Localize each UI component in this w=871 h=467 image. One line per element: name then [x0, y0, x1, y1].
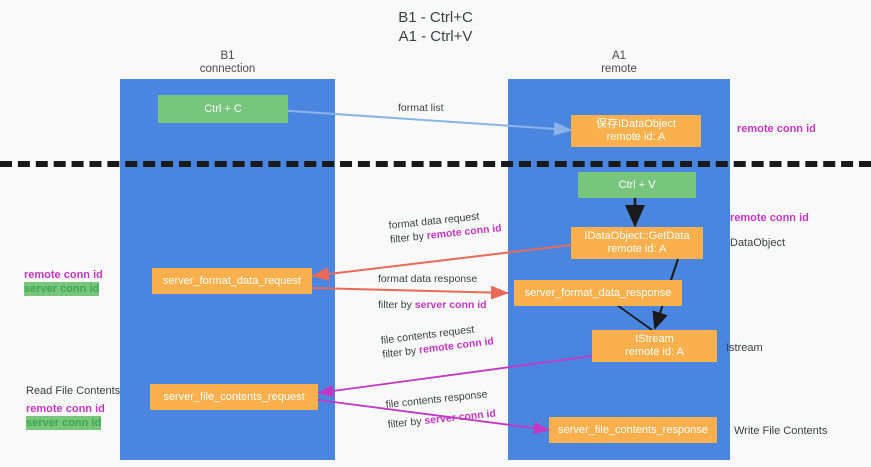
box-server-format-data-response-label: server_format_data_response [524, 286, 672, 299]
box-save-idataobject-line2: remote id: A [606, 131, 666, 143]
label-format-list: format list [398, 102, 444, 114]
box-ctrl-c[interactable]: Ctrl + C [158, 95, 288, 123]
box-save-idataobject[interactable]: 保存IDataObject remote id: A [571, 115, 701, 147]
box-server-file-contents-response[interactable]: server_file_contents_response [549, 417, 717, 443]
label-fdresp-prefix: filter by [378, 299, 415, 311]
label-fcresp-keyword: server conn id [423, 407, 497, 427]
box-ctrl-v[interactable]: Ctrl + V [578, 172, 696, 198]
annotation-read-file-contents: Read File Contents [26, 385, 121, 397]
annotation-write-file-contents: Write File Contents [734, 425, 828, 437]
label-fcreq-prefix: filter by [381, 344, 420, 361]
box-istream[interactable]: IStream remote id: A [592, 330, 717, 362]
box-getdata-line2: remote id: A [607, 243, 667, 255]
label-fcresp-prefix: filter by [387, 415, 426, 431]
label-fdresp-keyword: server conn id [414, 299, 487, 311]
box-ctrl-v-label: Ctrl + V [618, 178, 656, 191]
title-line-1: B1 - Ctrl+C [398, 9, 473, 26]
label-file-contents-response-line2: filter by server conn id [387, 407, 496, 432]
box-server-file-contents-response-label: server_file_contents_response [558, 423, 708, 436]
box-server-format-data-response[interactable]: server_format_data_response [514, 280, 682, 306]
box-istream-line2: remote id: A [625, 346, 684, 358]
label-format-data-response: format data response filter by server co… [378, 272, 487, 312]
column-b1-name: B1 [220, 50, 235, 62]
box-idataobject-getdata[interactable]: IDataObject::GetData remote id: A [571, 227, 703, 259]
box-save-idataobject-line1: 保存IDataObject [595, 118, 677, 130]
annotation-left-server-conn-id-bottom: server conn id [26, 416, 102, 430]
column-b1-sub: connection [199, 63, 256, 75]
label-file-contents-request: file contents request filter by remote c… [380, 320, 495, 361]
annotation-remote-conn-id-top: remote conn id [737, 123, 816, 135]
box-istream-line1: IStream [635, 333, 674, 345]
annotation-left-remote-conn-id-bottom: remote conn id [26, 403, 105, 415]
column-header-a1: A1 remote [508, 50, 730, 76]
column-a1-sub: remote [601, 63, 637, 75]
label-format-data-response-line1: format data response [378, 273, 478, 285]
box-server-format-data-request-label: server_format_data_request [162, 274, 302, 287]
annotation-istream: Istream [726, 342, 763, 354]
title-line-2: A1 - Ctrl+V [398, 28, 473, 45]
annotation-dataobject: DataObject [730, 237, 786, 249]
column-header-b1: B1 connection [120, 50, 335, 76]
label-fdreq-prefix: filter by [389, 230, 428, 246]
phase-divider [0, 161, 871, 167]
label-format-data-request: format data request filter by remote con… [388, 207, 502, 247]
diagram-title: B1 - Ctrl+C A1 - Ctrl+V [0, 8, 871, 46]
box-ctrl-c-label: Ctrl + C [204, 102, 242, 115]
box-server-file-contents-request[interactable]: server_file_contents_request [150, 384, 318, 410]
annotation-left-remote-conn-id-mid: remote conn id [24, 269, 103, 281]
annotation-left-server-conn-id-mid: server conn id [24, 282, 100, 296]
box-getdata-line1: IDataObject::GetData [584, 230, 690, 242]
annotation-remote-conn-id-mid: remote conn id [730, 212, 809, 224]
column-a1-name: A1 [611, 50, 627, 62]
label-file-contents-response: file contents response filter by server … [385, 387, 497, 432]
box-server-format-data-request[interactable]: server_format_data_request [152, 268, 312, 294]
box-server-file-contents-request-label: server_file_contents_request [163, 390, 305, 403]
label-format-data-response-line2: filter by server conn id [378, 298, 487, 312]
